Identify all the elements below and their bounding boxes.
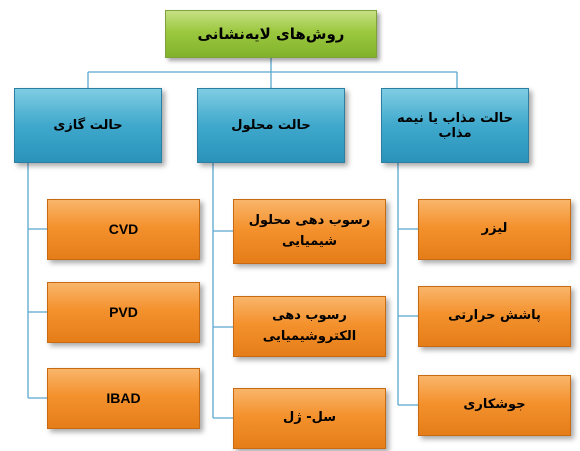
leaf-welding: جوشکاری [418, 375, 571, 436]
leaf-welding-label: جوشکاری [463, 397, 526, 413]
leaf-thermal-spray: پاشش حرارتی [418, 286, 571, 347]
category-solution: حالت محلول [197, 88, 345, 163]
category-molten: حالت مذاب یا نیمه مذاب [381, 88, 529, 163]
root-label: روش‌های لایه‌نشانی [197, 25, 345, 43]
leaf-sol-gel: سل- ژل [233, 388, 386, 449]
leaf-pvd-label: PVD [109, 304, 138, 321]
category-molten-label: حالت مذاب یا نیمه مذاب [396, 110, 514, 141]
root-node: روش‌های لایه‌نشانی [165, 10, 377, 58]
leaf-electrochemical-deposition-label: رسوب دهی الکتروشیمیایی [262, 307, 357, 344]
leaf-cvd: CVD [47, 199, 200, 260]
leaf-thermal-spray-label: پاشش حرارتی [448, 308, 541, 324]
leaf-electrochemical-deposition: رسوب دهی الکتروشیمیایی [233, 296, 386, 357]
leaf-cvd-label: CVD [108, 221, 139, 238]
leaf-sol-gel-label: سل- ژل [282, 410, 337, 426]
category-gas: حالت گازی [14, 88, 162, 163]
leaf-chemical-solution-deposition: رسوب دهی محلول شیمیایی [233, 199, 386, 264]
category-solution-label: حالت محلول [231, 118, 311, 133]
leaf-laser-label: لیزر [481, 221, 508, 237]
leaf-laser: لیزر [418, 199, 571, 260]
leaf-ibad-label: IBAD [106, 390, 141, 407]
category-gas-label: حالت گازی [53, 118, 123, 133]
leaf-pvd: PVD [47, 282, 200, 343]
leaf-ibad: IBAD [47, 368, 200, 429]
leaf-chemical-solution-deposition-label: رسوب دهی محلول شیمیایی [248, 212, 371, 249]
